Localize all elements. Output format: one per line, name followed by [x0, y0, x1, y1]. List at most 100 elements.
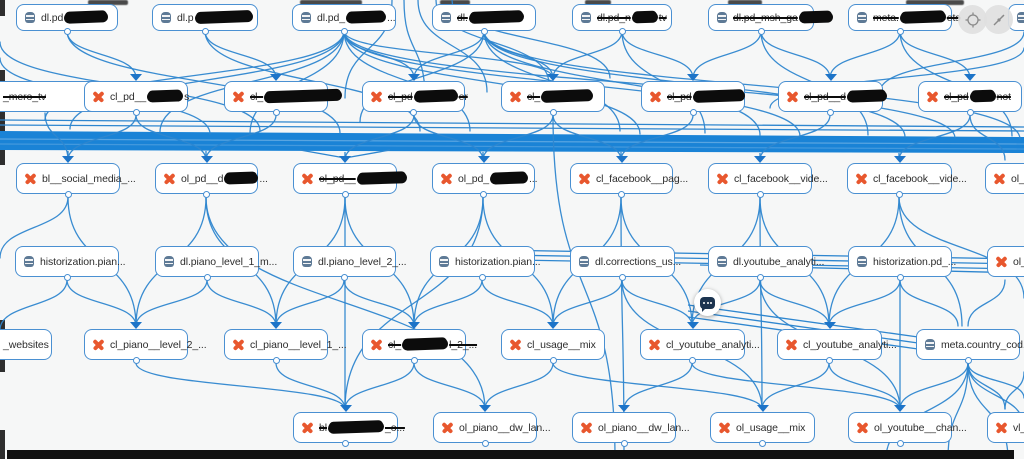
edge-arrowhead-icon	[756, 405, 769, 412]
expand-port[interactable]	[63, 27, 71, 35]
expand-port[interactable]	[757, 273, 764, 281]
lineage-node[interactable]: dl.youtube_analyti...	[708, 246, 824, 281]
lineage-node[interactable]: bl_o...	[293, 405, 405, 447]
expand-port[interactable]	[480, 190, 487, 198]
lineage-node[interactable]: cl_l_2_...	[362, 322, 477, 364]
lineage-node[interactable]: cl_facebook__vide...	[847, 156, 967, 198]
expand-port[interactable]	[203, 273, 211, 281]
lineage-node[interactable]: ol_pd__d...	[155, 156, 268, 198]
node-label: _websites	[3, 338, 49, 351]
expand-port[interactable]	[896, 439, 904, 447]
expand-port[interactable]	[132, 108, 140, 116]
expand-port[interactable]	[620, 439, 628, 447]
model-icon	[996, 256, 1007, 267]
lineage-node[interactable]: _websites	[0, 329, 52, 360]
expand-port[interactable]	[63, 273, 71, 281]
lineage-node[interactable]: ol_pd_...	[432, 156, 537, 198]
lineage-node[interactable]: cl_facebook__pag...	[570, 156, 688, 198]
expand-port[interactable]	[272, 108, 280, 116]
lineage-node[interactable]: historization.pian...	[15, 246, 126, 281]
lineage-node[interactable]: bl__social_media_...	[16, 156, 136, 198]
node-label: cl_	[527, 90, 594, 103]
lineage-node[interactable]: dl.pd_...	[292, 4, 396, 35]
node-label: cl_youtube_analyti...	[803, 338, 897, 351]
lineage-node[interactable]: dl.piano_level_1_m...	[155, 246, 277, 281]
expand-port[interactable]	[827, 108, 834, 116]
expand-port[interactable]	[481, 439, 489, 447]
lineage-node[interactable]: ol_piano__dw_lan...	[433, 405, 551, 447]
edge-arrowhead-icon	[408, 322, 420, 329]
node-label: cl_pd	[667, 90, 746, 103]
expand-port[interactable]	[64, 190, 72, 198]
expand-port[interactable]	[964, 356, 972, 364]
expand-port[interactable]	[341, 190, 349, 198]
lineage-node[interactable]: meta.ets	[848, 4, 961, 35]
expand-port[interactable]	[896, 190, 903, 198]
expand-port[interactable]	[342, 439, 349, 447]
expand-port[interactable]	[826, 356, 833, 364]
lineage-node[interactable]: vl_s	[987, 412, 1024, 443]
lineage-node[interactable]: meta.country_cod...	[916, 329, 1024, 364]
edge-arrowhead-icon	[754, 156, 766, 163]
lineage-node[interactable]: dl.piano_level_2_...	[293, 246, 407, 281]
lineage-node[interactable]: ol_usage__mix	[710, 405, 815, 447]
lineage-node[interactable]: cl_	[224, 74, 343, 116]
expand-port[interactable]	[203, 190, 210, 198]
lineage-node[interactable]: ol_piano__dw_lan...	[572, 405, 690, 447]
lineage-node[interactable]: dl.pd	[16, 4, 118, 35]
expand-port[interactable]	[618, 27, 626, 35]
lineage-node[interactable]: ol_in	[985, 163, 1024, 194]
lineage-node[interactable]: cl_youtube_analyti...	[777, 322, 897, 364]
lineage-node[interactable]: ol_pd__	[293, 156, 407, 198]
lineage-node[interactable]: cl_pd__s	[84, 74, 189, 116]
expand-port[interactable]	[549, 356, 557, 364]
expand-port[interactable]	[689, 108, 697, 116]
lineage-node[interactable]: dl.pd_msh_ga	[708, 4, 833, 35]
lineage-node[interactable]: cl_	[501, 74, 605, 116]
node-label: bl__social_media_...	[42, 172, 136, 185]
lineage-node[interactable]: cl_youtube_analyti...	[640, 322, 760, 364]
expand-port[interactable]	[757, 27, 765, 35]
lineage-node[interactable]: historization.pian...	[430, 246, 541, 281]
expand-port[interactable]	[479, 273, 486, 281]
expand-port[interactable]	[759, 439, 766, 447]
expand-port[interactable]	[896, 273, 904, 281]
expand-port[interactable]	[410, 108, 417, 116]
lineage-node[interactable]: dl.	[432, 4, 536, 35]
model-icon	[786, 339, 797, 350]
compass-button[interactable]	[984, 5, 1013, 34]
lineage-node[interactable]: cl_pd__d	[778, 74, 888, 116]
lineage-node[interactable]: dl.corrections_us...	[570, 246, 681, 281]
lineage-node[interactable]: cl_piano__level_2_...	[84, 322, 207, 364]
expand-port[interactable]	[689, 356, 696, 364]
lineage-node[interactable]: cl_pd	[641, 74, 746, 116]
lineage-node[interactable]: cl_piano__level_1_...	[224, 322, 347, 364]
expand-port[interactable]	[480, 27, 488, 35]
expand-port[interactable]	[549, 108, 557, 116]
expand-port[interactable]	[966, 108, 974, 116]
lineage-node[interactable]: ol_p	[987, 246, 1024, 277]
expand-port[interactable]	[896, 27, 904, 35]
locate-button[interactable]	[958, 5, 987, 34]
expand-port[interactable]	[618, 190, 625, 198]
expand-port[interactable]	[756, 190, 764, 198]
lineage-node[interactable]: dl.p	[152, 4, 258, 35]
expand-port[interactable]	[619, 273, 626, 281]
expand-port[interactable]	[340, 27, 348, 35]
expand-port[interactable]	[272, 356, 280, 364]
lineage-node[interactable]: cl_usage__mix	[501, 322, 605, 364]
chat-widget-button[interactable]	[694, 289, 721, 316]
lineage-node[interactable]: cl_facebook__vide...	[708, 156, 828, 198]
lineage-node[interactable]: historization.pd_...	[848, 246, 956, 281]
lineage-node[interactable]: ol_youtube__chan...	[848, 405, 967, 447]
expand-port[interactable]	[201, 27, 209, 35]
node-label: cl_facebook__vide...	[734, 172, 828, 185]
expand-port[interactable]	[341, 273, 348, 281]
expand-port[interactable]	[410, 356, 418, 364]
expand-port[interactable]	[132, 356, 140, 364]
source-table-icon	[441, 12, 451, 23]
